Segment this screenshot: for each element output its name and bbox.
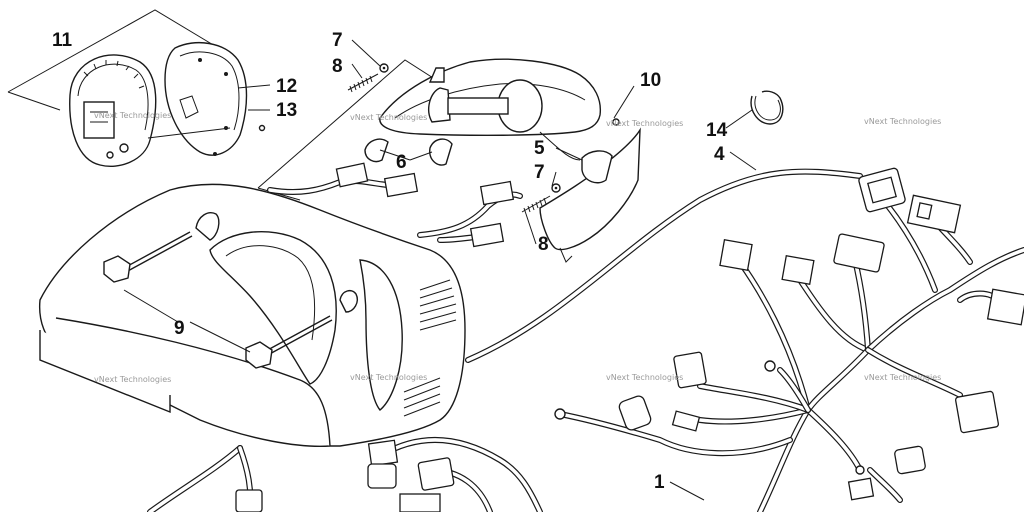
callout-8-upper: 8 [332,56,343,77]
watermark-5: vNext Technologies [94,375,171,384]
connector-lower-right[interactable] [954,390,1000,434]
connector-lower-left[interactable] [235,489,263,512]
callout-1: 1 [654,472,665,493]
watermark-1: vNext Technologies [94,111,171,120]
leader-lines [351,39,757,501]
callout-7-upper: 7 [332,30,343,51]
bolt-9-lower[interactable] [245,315,333,369]
tail-lamp-housing[interactable] [539,118,641,263]
watermark-7: vNext Technologies [606,373,683,382]
connector-center[interactable] [833,233,885,273]
connector-right-2[interactable] [906,194,962,234]
bolt-9-upper[interactable] [103,231,193,283]
connector-plug[interactable] [618,394,701,432]
connector-left-1[interactable] [719,239,753,271]
socket-6-left[interactable] [364,138,389,163]
ring-clip-14[interactable] [750,90,784,125]
callout-12: 12 [276,76,297,97]
callout-4: 4 [714,144,725,165]
screw-7-lower[interactable] [551,183,561,193]
callout-11: 11 [52,30,73,51]
connector-top-right[interactable] [858,167,906,213]
spring-8-lower[interactable] [521,195,551,215]
speedometer-gauge[interactable] [69,54,157,167]
watermark-2: vNext Technologies [350,113,427,122]
watermark-3: vNext Technologies [606,119,683,128]
connector-bottom-right[interactable] [847,445,926,501]
callout-6: 6 [396,152,407,173]
callout-8-lower: 8 [538,234,549,255]
hood-console[interactable] [38,183,466,447]
socket-6-right[interactable] [429,138,453,166]
connector-left-2[interactable] [781,254,815,286]
watermark-8: vNext Technologies [864,373,941,382]
spring-8-upper[interactable] [347,73,379,93]
callout-5: 5 [534,138,545,159]
watermark-6: vNext Technologies [350,373,427,382]
screw-7-upper[interactable] [379,63,389,73]
callout-14: 14 [706,120,728,141]
gauge-housing[interactable] [164,41,248,156]
upper-shroud[interactable] [379,58,602,161]
callout-13: 13 [276,100,297,121]
callout-10: 10 [640,70,661,91]
connector-mid[interactable] [673,351,707,389]
screw-13[interactable] [258,124,266,132]
callout-9: 9 [174,318,185,339]
callout-7-lower: 7 [534,162,545,183]
harness-left-connectors[interactable] [267,162,523,248]
connector-lower-center[interactable] [367,439,455,512]
watermark-4: vNext Technologies [864,117,941,126]
connector-far-right[interactable] [986,288,1024,326]
bracket-11 [7,9,226,111]
